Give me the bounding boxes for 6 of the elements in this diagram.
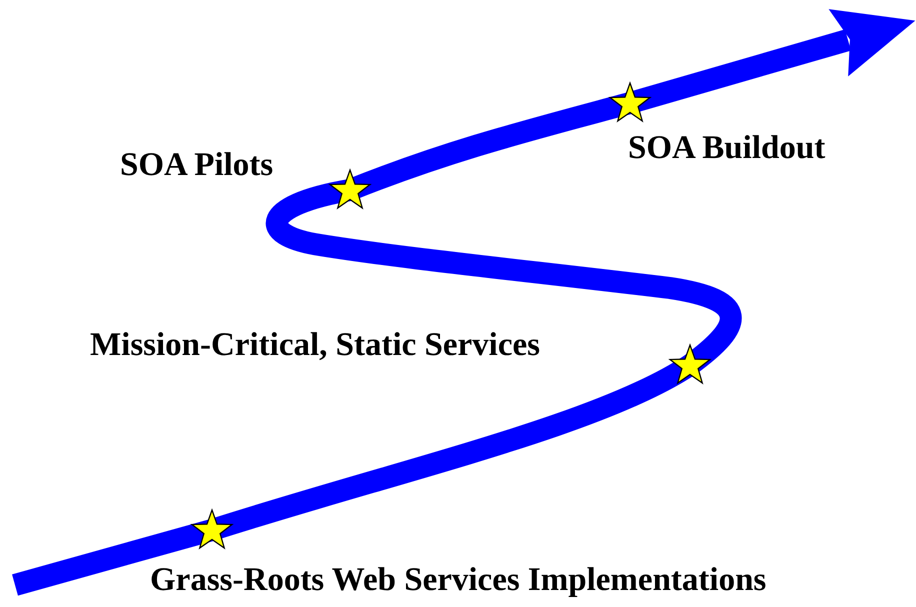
milestone-label: Grass-Roots Web Services Implementations (150, 562, 766, 598)
milestone-label: Mission-Critical, Static Services (90, 327, 540, 364)
milestone-label: SOA Pilots (120, 147, 274, 184)
roadmap-path (266, 179, 742, 374)
milestone-label: SOA Buildout (628, 130, 826, 166)
roadmap-path (12, 519, 215, 596)
